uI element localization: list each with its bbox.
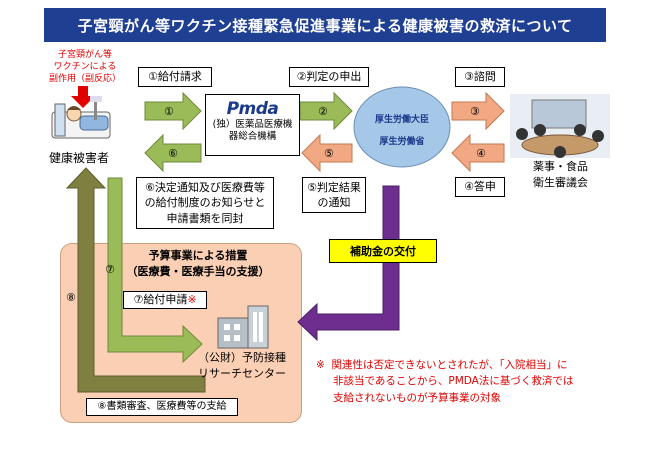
victim-illustration [51, 96, 111, 139]
subsidy-label: 補助金の交付 [329, 239, 437, 263]
page-title: 子宮頸がん等ワクチン接種緊急促進事業による健康被害の救済について [44, 8, 606, 42]
arrow-3 [451, 91, 505, 131]
research-center-label: （公財）予防接種 リサーチセンター [198, 351, 286, 380]
pmda-name-2: 器総合機構 [228, 131, 277, 143]
pmda-box: Pmda (独）医薬品医療機 器総合機構 [205, 94, 300, 156]
budget-heading: 予算事業による措置 （医療費・医療手当の支援） [126, 249, 270, 278]
arrow-2-num: ② [318, 105, 328, 118]
side-effect-note: 子宮頸がん等 ワクチンによる 副作用（副反応） [48, 50, 121, 85]
arrow-7-num: ⑦ [105, 263, 115, 276]
arrow-1 [144, 91, 202, 131]
step-3-box: ③諮問 [455, 67, 505, 87]
ministry-label: 厚生労働大臣 厚生労働省 [374, 115, 429, 147]
budget-pay-box: ⑧書類審査、医療費等の支給 [86, 398, 238, 416]
step-1-box: ①給付請求 [138, 67, 212, 87]
arrow-2 [299, 91, 353, 131]
arrow-8-num: ⑧ [66, 291, 76, 304]
arrow-6 [144, 133, 202, 173]
arrow-5 [301, 133, 353, 173]
step-6-box: ⑥決定通知及び医療費等の給付制度のお知らせと申請書類を同封 [136, 177, 274, 229]
step-4-box: ④答申 [455, 177, 505, 197]
arrow-6-num: ⑥ [168, 147, 178, 160]
note-text: ※ 関連性は否定できないとされたが、「入院相当」に 非該当であることから、PMD… [316, 359, 574, 404]
step-5-box: ⑤判定結果の通知 [302, 177, 366, 213]
council-label: 薬事・食品 衛生審議会 [533, 160, 588, 189]
step-2-box: ②判定の申出 [289, 67, 369, 87]
arrow-4-num: ④ [476, 147, 486, 160]
arrow-4 [451, 133, 505, 173]
arrow-8 [65, 167, 206, 393]
arrow-1-num: ① [164, 105, 174, 118]
council-illustration [510, 94, 610, 158]
pmda-name-1: (独）医薬品医療機 [212, 119, 293, 130]
arrow-5-num: ⑤ [324, 147, 334, 160]
research-center-building [217, 305, 269, 349]
pmda-logo: Pmda [226, 99, 279, 119]
side-effect-arrow [71, 86, 95, 108]
victim-label: 健康被害者 [49, 151, 110, 165]
arrow-7 [107, 177, 203, 364]
budget-apply-box: ⑦給付申請※ [123, 291, 207, 309]
ministry-ellipse [353, 86, 451, 168]
arrow-3-num: ③ [470, 105, 480, 118]
